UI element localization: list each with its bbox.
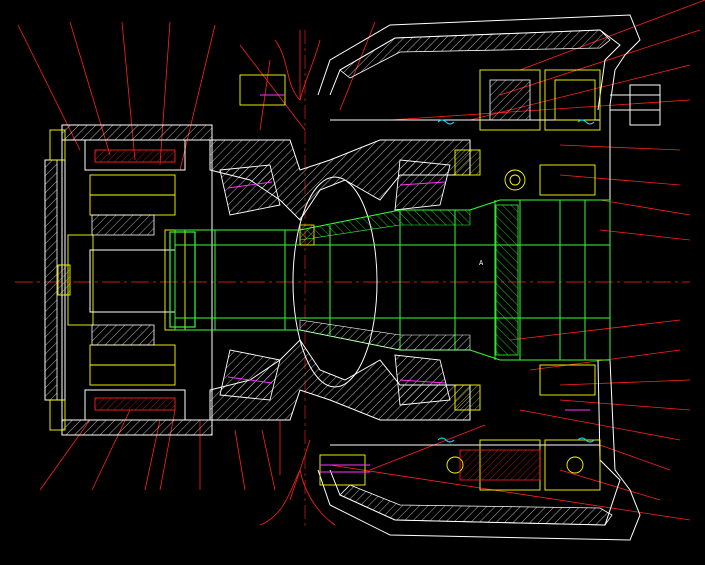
spline-section [495,204,519,356]
output-shaft-hatch-lower [299,319,471,351]
leader-lines [17,0,705,521]
carrier-cavity [292,176,378,388]
accent-bolts [260,94,590,473]
output-shaft [174,199,611,361]
left-end-cover-hatch [44,159,58,401]
left-housing-top-hatch [61,124,213,141]
planet-gears [57,149,186,411]
housing-hatch-top [339,29,611,79]
taper-bearings [219,159,451,406]
section-label: A [479,259,484,267]
shaft-key-top [299,224,315,246]
right-bearing-assemblies [49,69,601,491]
sun-gear [91,214,155,236]
thread-marks [437,119,595,443]
input-shaft [89,249,176,313]
right-bottom-gear [459,449,541,481]
input-coupling [169,231,196,328]
break-line-top [274,39,321,101]
left-housing-bottom-hatch [61,419,213,436]
output-shaft-hatch-upper [299,209,471,241]
sun-gear-lower [91,324,155,346]
right-top-gear [489,79,531,121]
break-line-bottom [259,468,336,526]
housing-hatch-bottom [339,484,613,526]
